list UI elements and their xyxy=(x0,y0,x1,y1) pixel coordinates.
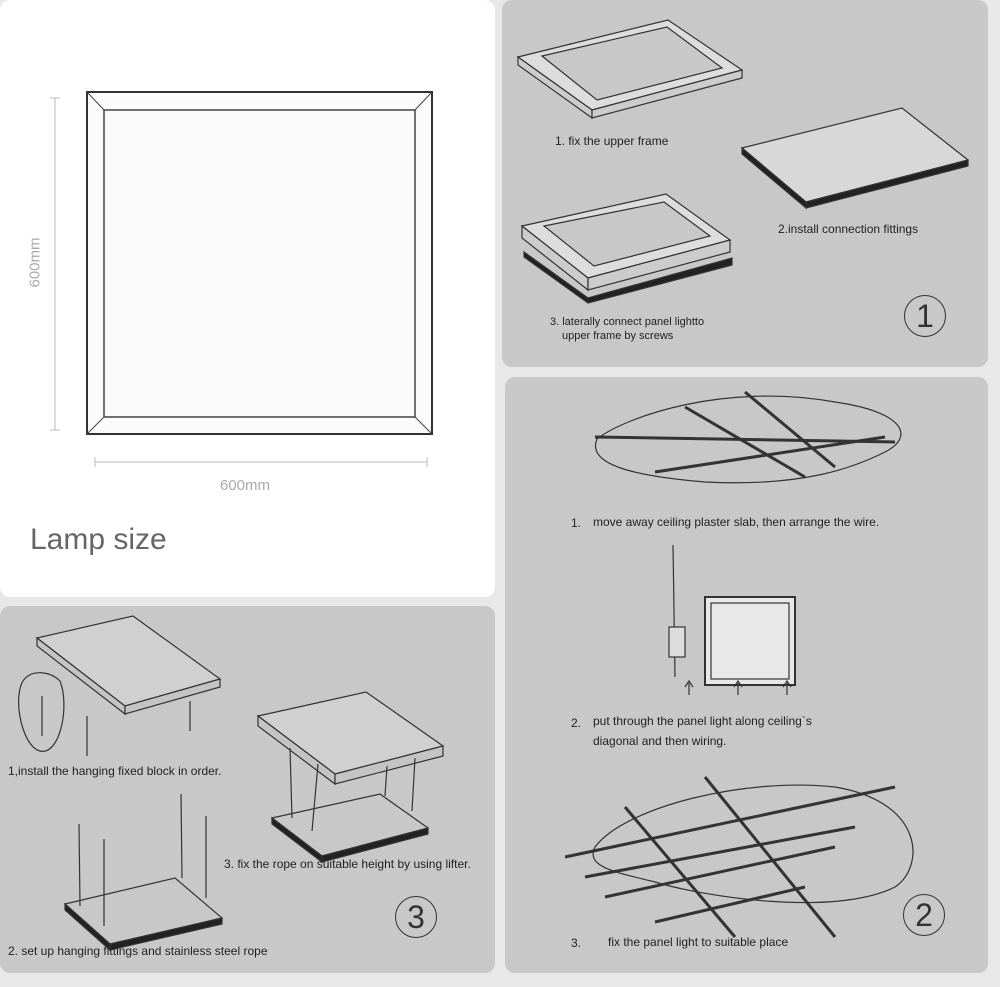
section-2-step-1: move away ceiling plaster slab, then arr… xyxy=(593,515,880,529)
section-2-number-badge: 2 xyxy=(903,894,945,936)
section-1-step-3-line2: upper frame by screws xyxy=(562,330,674,342)
section-1-step-3-line1: 3. laterally connect panel lightto xyxy=(550,316,705,328)
section-3-step-2: 2. set up hanging fittings and stainless… xyxy=(8,944,268,958)
section-1-step-1: 1. fix the upper frame xyxy=(555,134,669,148)
section-3-number-badge: 3 xyxy=(395,896,437,938)
lamp-size-panel: 600mm 600mm Lamp size xyxy=(0,0,495,597)
section-3-step-3: 3. fix the rope on suitable height by us… xyxy=(224,857,471,871)
section-2-step-3: fix the panel light to suitable place xyxy=(608,935,789,949)
lamp-size-title: Lamp size xyxy=(30,523,167,556)
lamp-panel-drawing xyxy=(50,91,433,467)
section-1-number-badge: 1 xyxy=(904,295,946,337)
height-dimension-label: 600mm xyxy=(26,237,44,288)
section-2-step-3-number: 3. xyxy=(571,936,582,950)
section-2-step-1-number: 1. xyxy=(571,516,582,530)
section-3-panel: 1,install the hanging fixed block in ord… xyxy=(0,606,495,973)
section-2-panel: 1. move away ceiling plaster slab, then … xyxy=(505,377,988,973)
section-1-panel: 1. fix the upper frame 2.install connect… xyxy=(502,0,988,367)
width-dimension-label: 600mm xyxy=(220,477,271,494)
section-1-drawings xyxy=(516,19,970,304)
section-2-step-2-line1: put through the panel light along ceilin… xyxy=(593,714,812,728)
section-2-step-2-line2: diagonal and then wiring. xyxy=(593,734,727,748)
section-3-step-1: 1,install the hanging fixed block in ord… xyxy=(8,764,222,778)
section-1-step-2: 2.install connection fittings xyxy=(778,222,919,236)
section-3-drawings xyxy=(18,615,445,952)
section-2-step-2-number: 2. xyxy=(571,716,582,730)
section-2-drawings xyxy=(564,390,914,938)
